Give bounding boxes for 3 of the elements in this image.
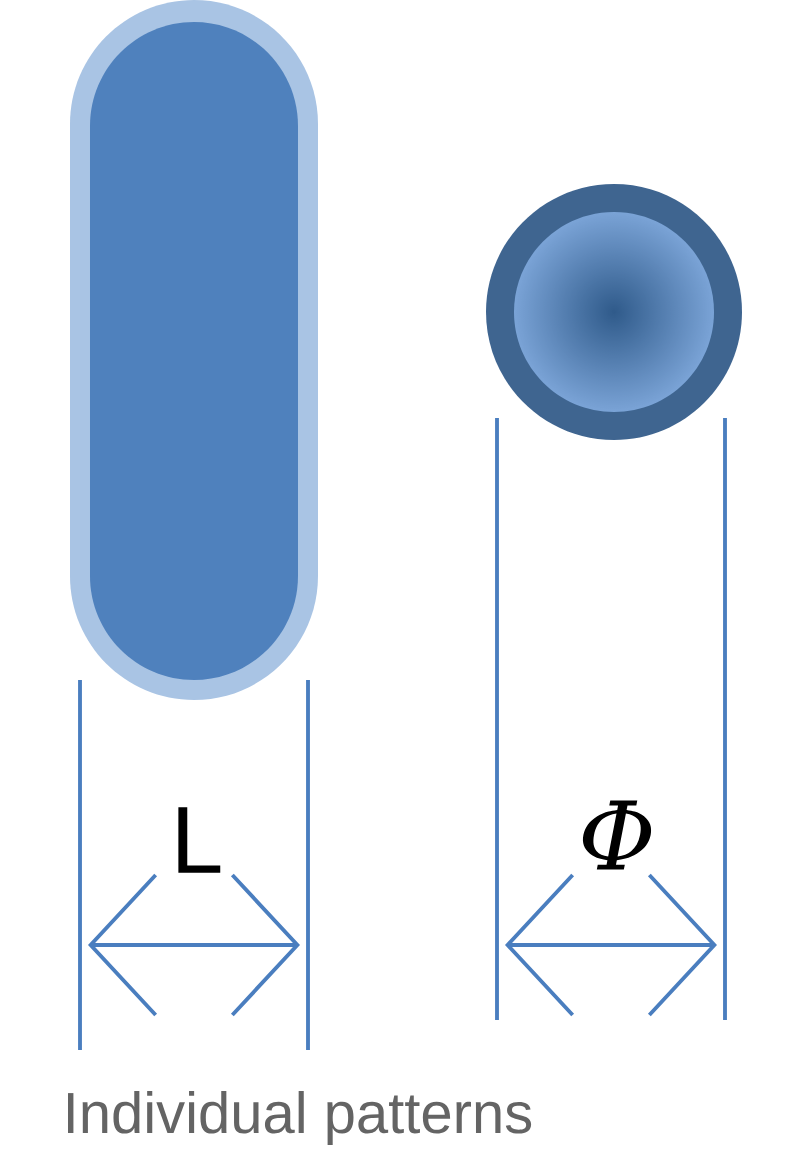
caption: Individual patterns [68,1090,532,1146]
dimension-label: Φ [582,800,652,870]
dimension-label: L [178,807,221,873]
